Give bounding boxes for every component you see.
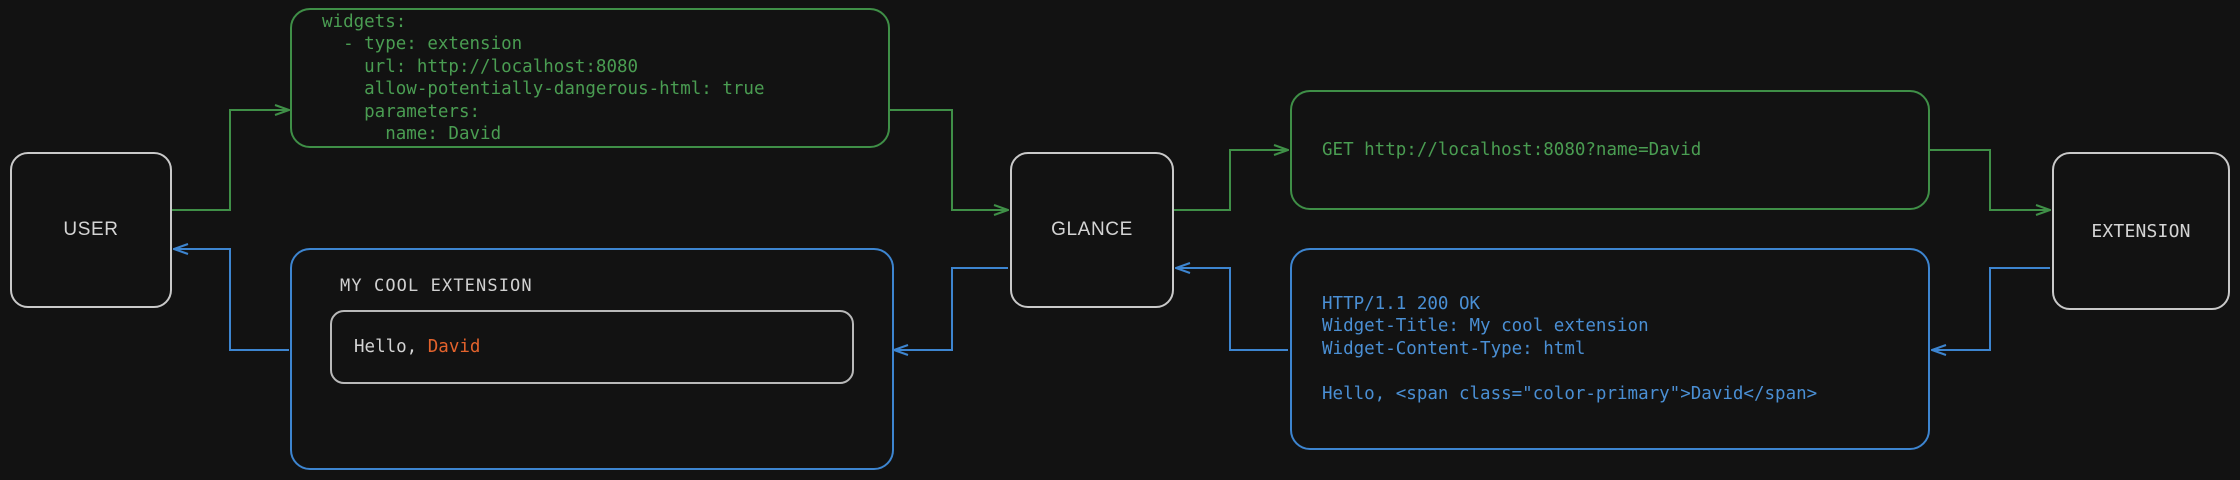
config-line-4: parameters: (322, 101, 481, 122)
config-line-5: name: David (322, 124, 502, 144)
http-request-box: GET http://localhost:8080?name=David (1290, 90, 1930, 210)
widget-body: Hello, David (330, 310, 854, 384)
node-user[interactable]: USER (10, 152, 172, 308)
node-glance-label: GLANCE (1051, 219, 1133, 240)
config-line-0: widgets: (322, 11, 407, 32)
node-user-label: USER (63, 219, 119, 240)
config-line-1: - type: extension (322, 34, 523, 54)
response-line-4: Hello, <span class="color-primary">David… (1322, 383, 1818, 404)
config-yaml-box: widgets: - type: extension url: http://l… (290, 8, 890, 148)
wire-extension-to-response (1932, 267, 2050, 350)
response-line-3 (1322, 360, 1898, 383)
node-extension[interactable]: EXTENSION (2052, 152, 2230, 310)
response-line-1: Widget-Title: My cool extension (1322, 316, 1649, 337)
widget-greeting: Hello, David (354, 337, 480, 357)
http-response-box: HTTP/1.1 200 OK Widget-Title: My cool ex… (1290, 248, 1930, 450)
widget-title: MY COOL EXTENSION (340, 276, 533, 296)
wire-request-to-extension (1930, 149, 2050, 210)
config-line-2: url: http://localhost:8080 (322, 56, 639, 77)
request-line-0: GET http://localhost:8080?name=David (1322, 139, 1702, 160)
wire-user-to-config (172, 110, 289, 211)
wire-widget-to-user (174, 249, 289, 351)
config-line-3: allow-potentially-dangerous-html: true (322, 79, 765, 99)
wire-glance-to-request (1174, 150, 1288, 211)
wire-response-to-glance (1176, 268, 1288, 351)
wire-glance-to-widget (894, 267, 1008, 350)
widget-greeting-prefix: Hello, (354, 337, 428, 357)
widget-greeting-name: David (427, 337, 481, 357)
wire-config-to-glance (890, 109, 1008, 210)
response-line-2: Widget-Content-Type: html (1322, 338, 1586, 359)
response-line-0: HTTP/1.1 200 OK (1322, 293, 1481, 314)
node-glance[interactable]: GLANCE (1010, 152, 1174, 308)
node-extension-label: EXTENSION (2091, 220, 2191, 242)
rendered-widget-panel: MY COOL EXTENSION Hello, David (290, 248, 894, 470)
